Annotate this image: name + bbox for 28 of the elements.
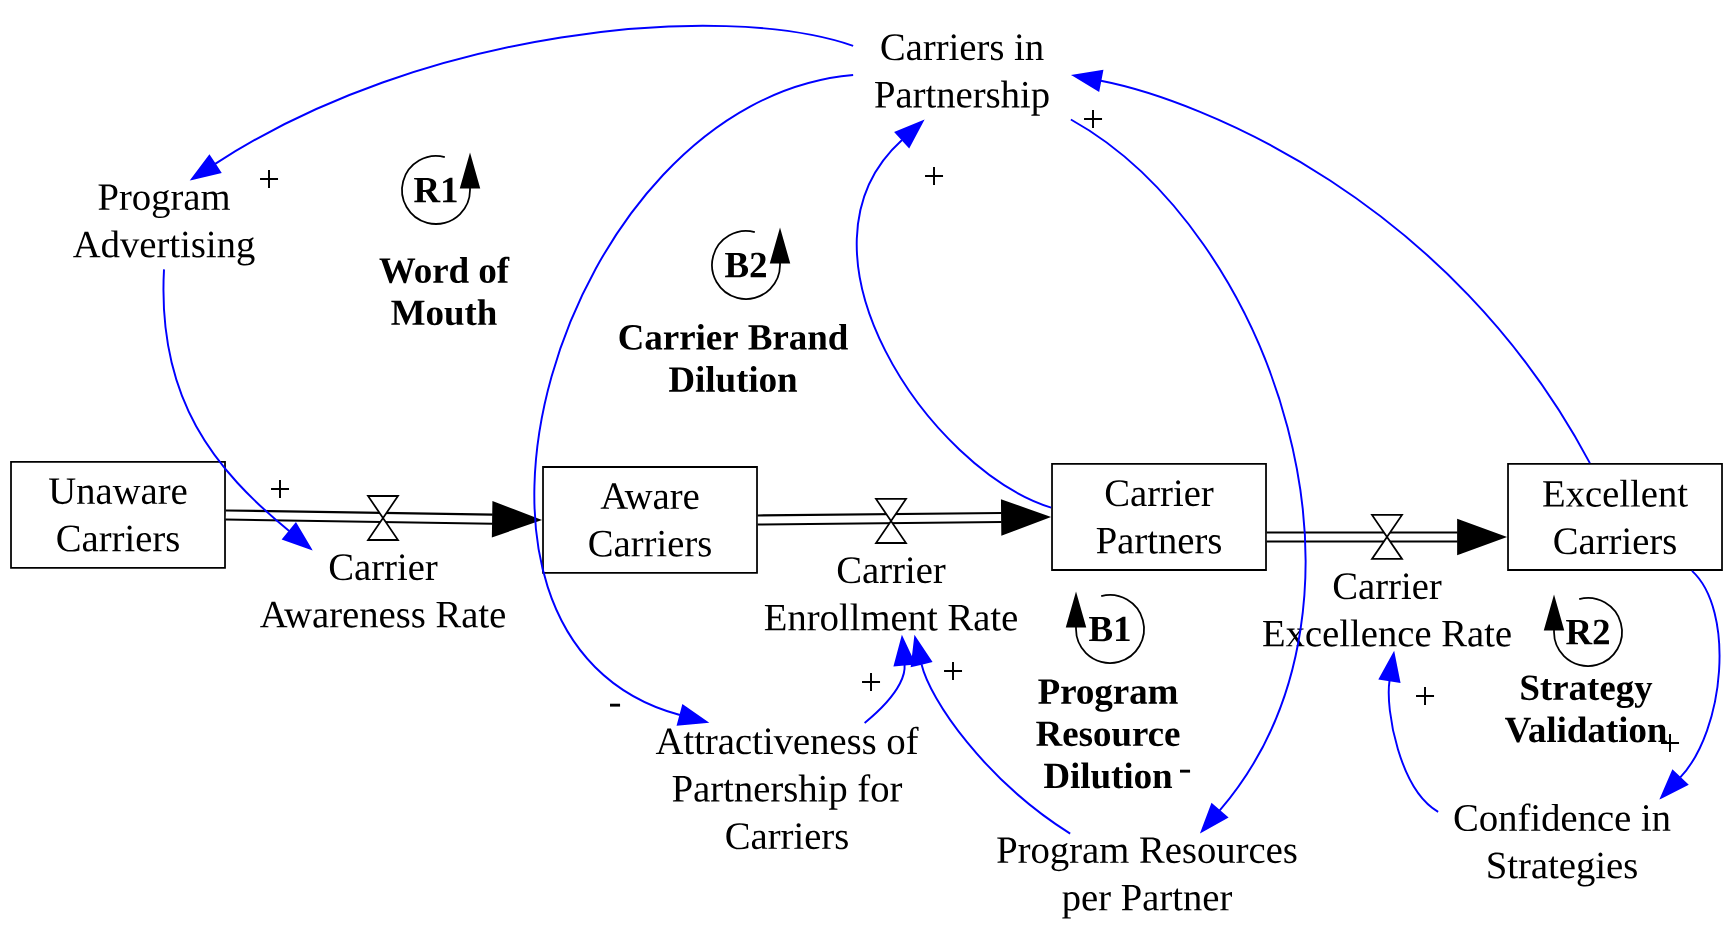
loop-id: B1: [1089, 616, 1130, 642]
variable-label: Program Advertising: [73, 184, 255, 266]
link-arrow: [534, 74, 855, 726]
variable-label: Confidence in Strategies: [1454, 803, 1671, 887]
variable-label: Attractiveness of Partnership for Carriers: [655, 726, 919, 850]
stock-box: Carrier Partners: [1051, 463, 1267, 571]
loop-id: B2: [725, 252, 766, 278]
polarity-sign: +: [260, 170, 279, 189]
stock-box: Unaware Carriers: [10, 461, 226, 569]
loop-id: R1: [414, 177, 457, 203]
stock-box: Excellent Carriers: [1507, 463, 1723, 571]
loop-name: Program Resource Dilution: [1036, 679, 1180, 789]
loop-name: Carrier Brand Dilution: [619, 323, 848, 393]
polarity-sign: +: [271, 480, 290, 499]
loop-name: Word of Mouth: [379, 256, 510, 326]
polarity-sign: +: [944, 662, 963, 681]
polarity-sign: +: [862, 673, 881, 692]
stock-box: Aware Carriers: [542, 466, 758, 574]
polarity-sign: -: [1180, 769, 1191, 773]
polarity-sign: -: [610, 703, 621, 707]
variable-label: Program Resources per Partner: [997, 837, 1297, 919]
loop-id: R2: [1566, 619, 1609, 645]
polarity-sign: +: [1084, 110, 1103, 129]
polarity-sign: +: [925, 167, 944, 186]
flow-rate-label: Carrier Awareness Rate: [260, 554, 505, 628]
flow-rate-label: Carrier Enrollment Rate: [764, 557, 1017, 631]
polarity-sign: +: [1416, 687, 1435, 706]
variable-label: Carriers in Partnership: [875, 34, 1049, 116]
